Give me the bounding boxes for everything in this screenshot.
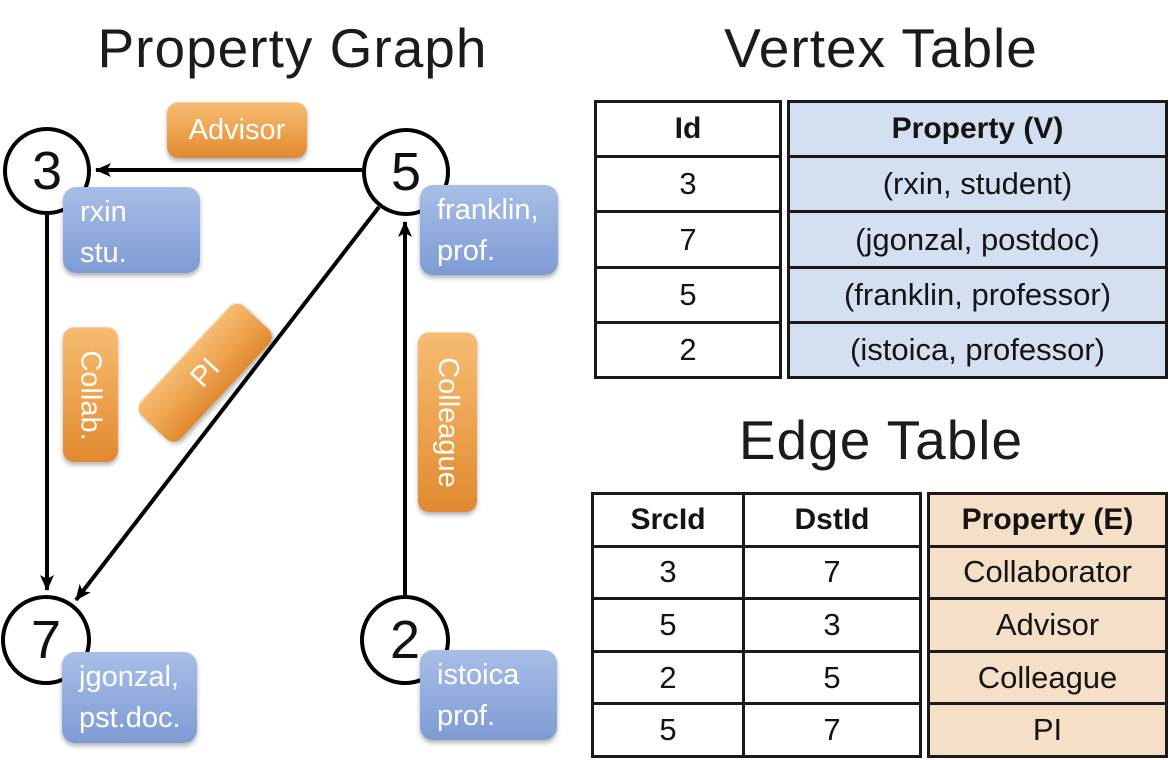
edge-table-srcid-cell: 3 — [659, 554, 677, 590]
edge-table-header-srcid: SrcId — [630, 502, 706, 536]
edge-table-row: 5 7 — [594, 702, 919, 755]
edge-table-property-cell: Collaborator — [930, 544, 1165, 598]
node-5-id: 5 — [390, 142, 422, 202]
vertex-property-label-7: jgonzal, pst.doc. — [62, 652, 197, 743]
vertex-table-id-cell: 7 — [597, 210, 779, 265]
edge-label-collab: Collab. — [63, 327, 118, 462]
node-2-id: 2 — [389, 610, 421, 670]
vertex-property-5-line1: franklin, — [437, 194, 539, 226]
edge-table-row: 3 7 — [594, 544, 919, 598]
edge-table-srcid-cell: 5 — [659, 606, 677, 642]
vertex-table-id-cell: 3 — [597, 155, 779, 210]
edge-table-dstid-cell: 7 — [742, 705, 919, 755]
edge-table-dstid-cell: 3 — [742, 600, 919, 650]
vertex-property-7-line2: pst.doc. — [79, 701, 181, 734]
edge-label-advisor-text: Advisor — [188, 114, 286, 146]
edge-table-header-row: SrcId DstId — [594, 495, 919, 545]
edge-table-property-cell: Colleague — [930, 649, 1165, 703]
vertex-table-header-property: Property (V) — [891, 112, 1064, 146]
node-7-id: 7 — [30, 610, 62, 670]
vertex-table-id-cell: 2 — [597, 320, 779, 376]
vertex-property-2-line1: istoica — [437, 659, 520, 691]
edge-table-header-dstid: DstId — [742, 495, 919, 545]
node-3-id: 3 — [31, 141, 63, 201]
vertex-table-id-column: Id 3 7 5 2 — [594, 100, 782, 379]
vertex-table-title: Vertex Table — [724, 17, 1038, 79]
edge-table-header-property: Property (E) — [961, 502, 1134, 536]
vertex-property-label-5: franklin, prof. — [420, 185, 558, 275]
edge-table-dstid-cell: 5 — [742, 652, 919, 703]
vertex-property-5-line2: prof. — [437, 234, 496, 267]
edge-label-colleague: Colleague — [418, 332, 477, 512]
vertex-property-label-3: rxin stu. — [63, 187, 200, 273]
edge-table-id-columns: SrcId DstId 3 7 5 3 2 5 5 7 — [591, 492, 922, 758]
vertex-table-property-cell: (rxin, student) — [790, 155, 1165, 210]
edge-table-row: 2 5 — [594, 649, 919, 703]
vertex-table-property-cell: (jgonzal, postdoc) — [790, 210, 1165, 265]
edge-table-property-cell: Advisor — [930, 597, 1165, 650]
vertex-property-2-line2: prof. — [437, 699, 496, 732]
vertex-table: Id 3 7 5 2 Property (V) (rxin, student) … — [594, 100, 1168, 379]
vertex-table-header-id: Id — [674, 112, 702, 146]
edge-label-collab-text: Collab. — [75, 349, 107, 441]
edge-table-property-cell: PI — [930, 702, 1165, 755]
edge-table-srcid-cell: 2 — [659, 659, 677, 695]
vertex-table-property-cell: (istoica, professor) — [790, 320, 1165, 376]
edge-label-pi: PI — [133, 298, 277, 447]
edge-table-title: Edge Table — [738, 409, 1024, 471]
property-graph-title: Property Graph — [97, 17, 488, 79]
edge-label-pi-text: PI — [183, 351, 227, 394]
vertex-property-3-line2: stu. — [80, 236, 127, 269]
vertex-property-3-line1: rxin — [80, 196, 127, 228]
vertex-table-id-cell: 5 — [597, 265, 779, 321]
edge-table-property-column: Property (E) Collaborator Advisor Collea… — [927, 492, 1168, 758]
edge-table: SrcId DstId 3 7 5 3 2 5 5 7 Property (E)… — [591, 492, 1168, 758]
vertex-table-property-column: Property (V) (rxin, student) (jgonzal, p… — [787, 100, 1168, 379]
edge-table-srcid-cell: 5 — [659, 712, 677, 748]
edge-label-colleague-text: Colleague — [432, 357, 465, 488]
edge-table-dstid-cell: 7 — [742, 547, 919, 598]
vertex-table-property-cell: (franklin, professor) — [790, 265, 1165, 321]
edge-table-row: 5 3 — [594, 597, 919, 650]
vertex-property-7-line1: jgonzal, — [79, 661, 179, 693]
edge-label-advisor: Advisor — [167, 102, 307, 158]
graph-node-3: 3 — [3, 127, 91, 215]
vertex-property-label-2: istoica prof. — [420, 650, 557, 740]
